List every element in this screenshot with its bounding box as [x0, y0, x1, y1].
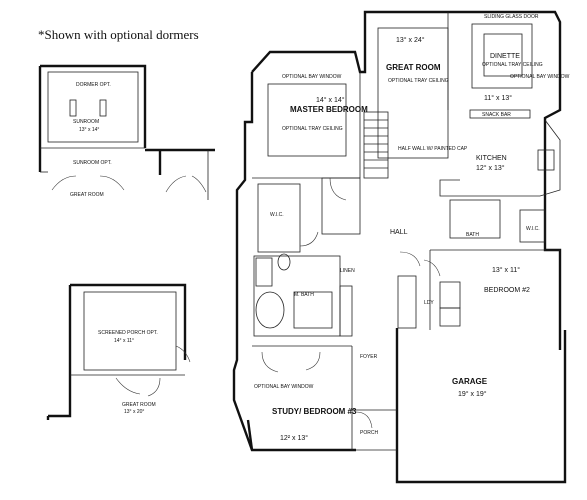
- dinette-ceiling: OPTIONAL TRAY CEILING: [482, 62, 543, 68]
- great-room-inset-label: GREAT ROOM: [70, 192, 104, 198]
- master-bedroom-label: MASTER BEDROOM: [290, 105, 368, 114]
- screened-porch-option-inset: SCREENED PORCH OPT. 14° x 11° GREAT ROOM…: [46, 283, 191, 420]
- kitchen-dim: 12° x 13°: [476, 164, 505, 172]
- great-room-label: GREAT ROOM: [386, 63, 441, 72]
- great-room-bottom-dim: 13° x 20°: [124, 409, 144, 415]
- dinette-dim: 11° x 13°: [484, 94, 512, 102]
- great-room-ceiling: OPTIONAL TRAY CEILING: [388, 78, 449, 84]
- master-dim: 14° x 14°: [316, 96, 345, 104]
- bedroom2-dim: 13° x 11°: [492, 266, 520, 274]
- screened-porch-label: SCREENED PORCH OPT.: [98, 330, 158, 336]
- great-room-bottom-label: GREAT ROOM: [122, 402, 156, 408]
- study-label: STUDY/ BEDROOM #3: [272, 407, 357, 416]
- snack-bar-label: SNACK BAR: [482, 112, 511, 118]
- wic-right-label: W.I.C.: [526, 226, 540, 232]
- optional-bay-top-label: OPTIONAL BAY WINDOW: [282, 74, 342, 80]
- optional-bay-dinette: OPTIONAL BAY WINDOW: [510, 74, 570, 80]
- foyer-label: FOYER: [360, 354, 378, 360]
- wic-master-label: W.I.C.: [270, 212, 284, 218]
- garage-dim: 19° x 19°: [458, 390, 487, 398]
- bath-label: BATH: [466, 232, 479, 238]
- sunroom-dormer-label: DORMER OPT.: [76, 82, 111, 88]
- main-plan-labels: OPTIONAL BAY WINDOW MASTER BEDROOM 14° x…: [254, 14, 570, 442]
- dinette-label: DINETTE: [490, 53, 520, 60]
- optional-bay-study: OPTIONAL BAY WINDOW: [254, 384, 314, 390]
- great-room-dim: 13° x 24°: [396, 36, 425, 44]
- sunroom-opt-label: SUNROOM OPT.: [73, 160, 112, 166]
- screened-porch-dim: 14° x 11°: [114, 338, 134, 344]
- laundry-label: LDY: [424, 300, 434, 306]
- garage-label: GARAGE: [452, 377, 488, 386]
- sliding-door-label: SLIDING GLASS DOOR: [484, 14, 539, 20]
- interior-walls: [252, 12, 561, 451]
- sunroom-option-inset: DORMER OPT. SUNROOM 13° x 14° SUNROOM OP…: [38, 64, 215, 200]
- bedroom2-label: BEDROOM #2: [484, 287, 530, 294]
- kitchen-label: KITCHEN: [476, 155, 507, 162]
- linen-label: LINEN: [340, 268, 355, 274]
- hall-label: HALL: [390, 229, 408, 236]
- sunroom-dim: 13° x 14°: [79, 127, 99, 133]
- sunroom-label: SUNROOM: [73, 119, 99, 125]
- stairs: [363, 111, 389, 179]
- optional-dormers-note: *Shown with optional dormers: [38, 27, 199, 42]
- half-wall-label: HALF WALL W/ PAINTED CAP: [398, 146, 468, 152]
- master-ceiling-label: OPTIONAL TRAY CEILING: [282, 126, 343, 132]
- study-dim: 12² x 13°: [280, 434, 308, 442]
- mbath-label: M. BATH: [294, 292, 314, 298]
- porch-label: PORCH: [360, 430, 378, 436]
